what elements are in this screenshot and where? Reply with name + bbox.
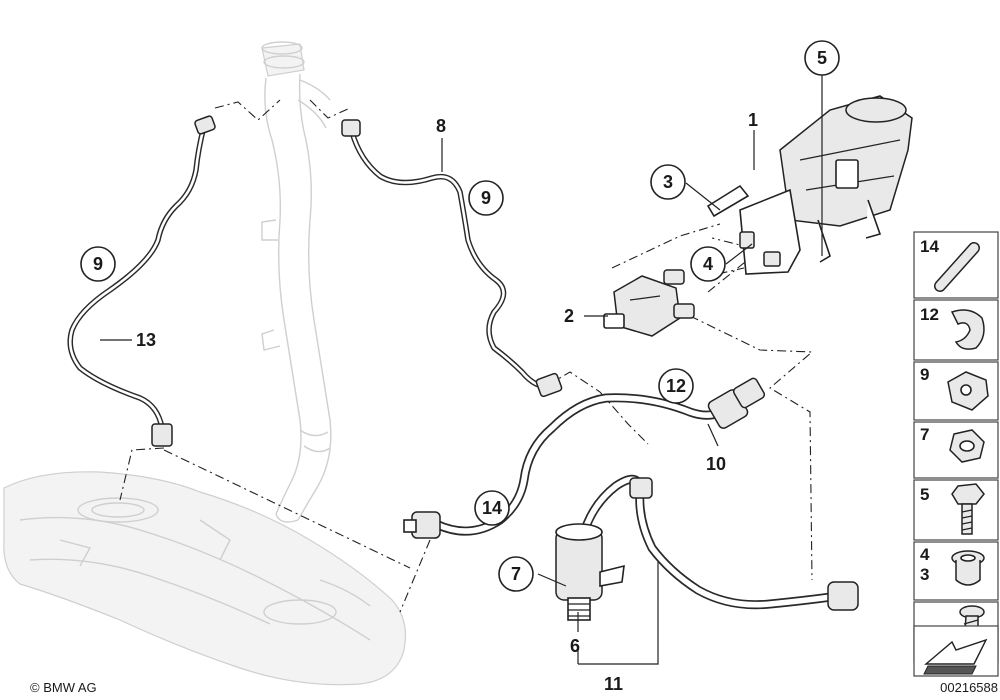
hose-piece-icon: [934, 242, 980, 292]
callout-9-center-text: 9: [481, 188, 491, 208]
part-1-canister: [706, 95, 913, 275]
callout-8-text: 8: [436, 116, 446, 136]
diagram-number: 00216588: [940, 680, 998, 695]
callout-9-left-text: 9: [93, 254, 103, 274]
callout-11-text: 11: [604, 674, 623, 694]
callout-14: 14: [474, 490, 510, 526]
vent-line-8: [341, 119, 563, 398]
copyright-text: © BMW AG: [30, 680, 97, 695]
callout-10-text: 10: [706, 454, 726, 474]
callout-5: 5: [804, 40, 840, 76]
legend-label-4: 4: [920, 545, 930, 564]
callout-12-text: 12: [666, 376, 686, 396]
hose-11: [577, 474, 859, 611]
legend-column: 14 12 9 7 5: [913, 231, 999, 663]
legend-label-7: 7: [920, 425, 929, 444]
hex-nut-icon: [949, 429, 985, 463]
hose-clip-icon: [950, 309, 985, 350]
legend-label-14: 14: [920, 237, 939, 256]
callout-14-text: 14: [482, 498, 502, 518]
callout-7: 7: [498, 556, 534, 592]
orientation-arrow: [913, 625, 999, 677]
filler-neck-ghost: [261, 41, 332, 523]
hose-14: [403, 393, 733, 539]
callout-3: 3: [650, 164, 686, 200]
callout-9-left: 9: [80, 246, 116, 282]
callout-5-text: 5: [817, 48, 827, 68]
callout-6-text: 6: [570, 636, 580, 656]
vent-line-13: [67, 115, 216, 447]
leader-lines: [100, 74, 823, 665]
callout-9-center: 9: [468, 180, 504, 216]
callout-2-text: 2: [564, 306, 574, 326]
line-clip-icon: [947, 371, 989, 411]
hex-bolt-icon: [951, 483, 985, 535]
hose-10-connector: [707, 377, 766, 447]
callout-4: 4: [690, 246, 726, 282]
legend-label-9: 9: [920, 365, 929, 384]
callout-7-text: 7: [511, 564, 521, 584]
fuel-tank-ghost: [3, 471, 407, 686]
callout-13-text: 13: [136, 330, 156, 350]
legend-label-12: 12: [920, 305, 939, 324]
part-6-pump: [555, 523, 625, 621]
callout-3-text: 3: [663, 172, 673, 192]
legend-label-3: 3: [920, 565, 929, 584]
callout-4-text: 4: [703, 254, 713, 274]
callout-1-text: 1: [748, 110, 758, 130]
callout-12: 12: [658, 368, 694, 404]
grommet-icon: [951, 550, 985, 586]
legend-label-5: 5: [920, 485, 929, 504]
part-2-valve: [603, 269, 695, 337]
